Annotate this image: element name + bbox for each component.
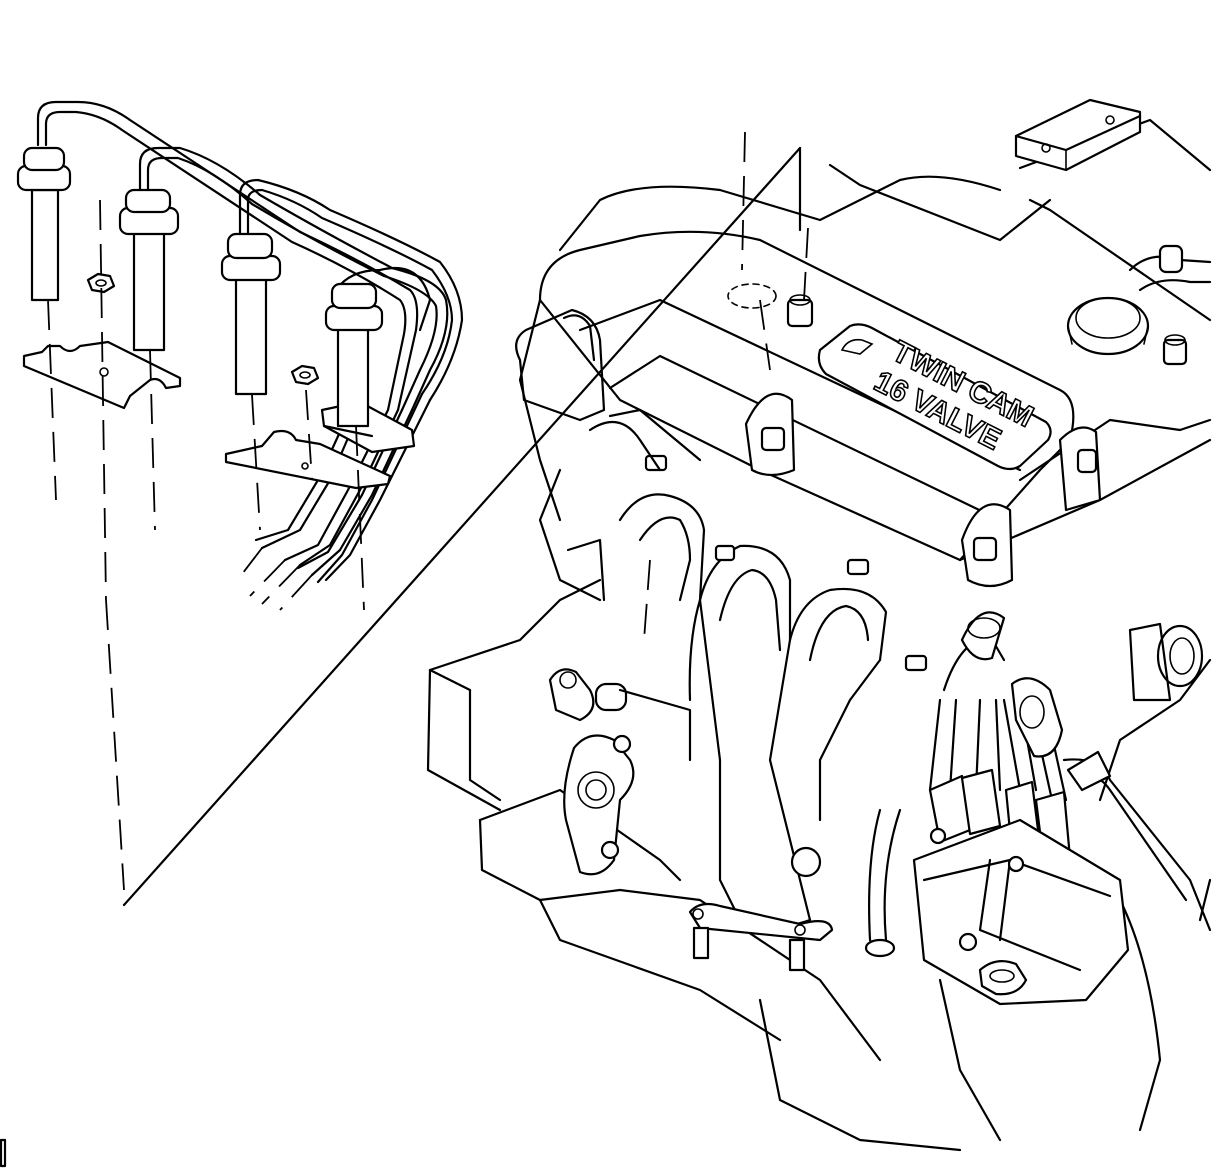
cam-cover-bolts bbox=[727, 283, 1188, 588]
spark-plug-boot-4 bbox=[324, 282, 384, 428]
cam-cover-logo-plate: TWIN CAM 16 VALVE bbox=[817, 323, 1052, 471]
crankshaft-sensor bbox=[978, 959, 1028, 996]
wire-bracket-right bbox=[224, 429, 392, 490]
ignition-module bbox=[1014, 98, 1142, 172]
front-cover-flange bbox=[548, 668, 692, 876]
engine-hidden-lines bbox=[643, 131, 809, 641]
breather-hose bbox=[1128, 244, 1212, 292]
ignition-coils bbox=[912, 768, 1130, 1006]
exhaust-manifold bbox=[618, 454, 928, 972]
page-edge-mark bbox=[0, 1138, 7, 1168]
alignment-lines bbox=[47, 199, 365, 891]
engine-lift-bracket bbox=[1010, 677, 1212, 932]
oil-fill-cap bbox=[1066, 296, 1150, 356]
bracket-nut-1 bbox=[86, 272, 116, 294]
timing-cover-outline bbox=[515, 308, 702, 602]
spark-plug-boot-2 bbox=[118, 188, 180, 352]
spark-plug-boot-3 bbox=[220, 232, 282, 396]
spark-plug-boot-1 bbox=[16, 146, 72, 302]
engine-block-outline bbox=[426, 118, 1212, 1152]
bracket-nut-2 bbox=[290, 364, 320, 386]
detail-callout-lines bbox=[122, 146, 802, 907]
engine-mount-boss bbox=[1128, 622, 1204, 702]
